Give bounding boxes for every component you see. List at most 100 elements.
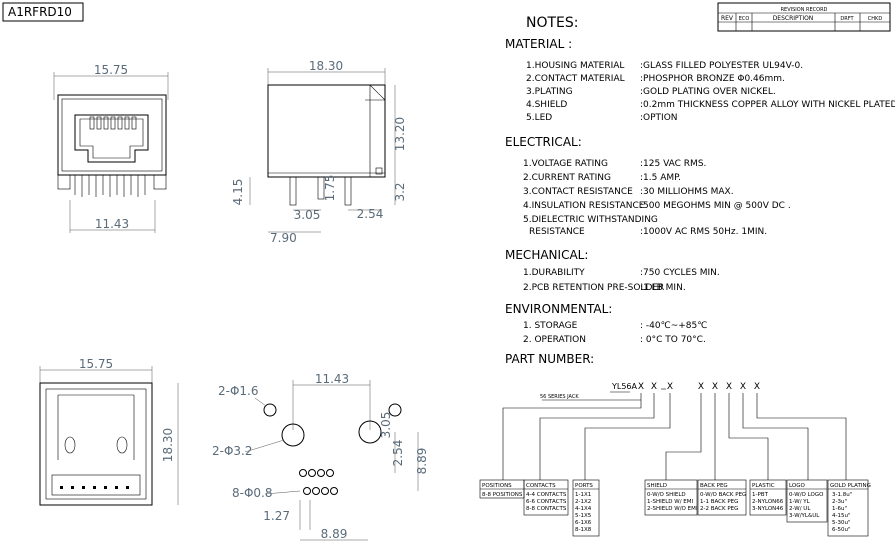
part-code-char: X [698,382,704,392]
part-number-heading: PART NUMBER: [505,352,594,366]
note-value: :750 CYCLES MIN. [640,268,720,278]
option-item: 1-1X1 [575,492,591,498]
side-b-dim: 2.54 [357,207,384,221]
option-item: 8-8 CONTACTS [526,506,567,512]
side-mid-dim: 1.75 [323,175,337,202]
option-title: CONTACTS [526,483,556,489]
revision-title: REVISION RECORD [781,7,828,13]
fp-pitch-dim: 1.27 [263,509,290,523]
part-code-char: X [667,382,673,392]
option-item: 4-4 CONTACTS [526,492,567,498]
option-item: 0-W/O SHIELD [647,492,686,498]
title-block [2,2,84,22]
option-box-shield: SHIELD 0-W/O SHIELD 1-SHIELD W/ EMI 2-SH… [644,479,698,516]
option-item: 1-W/ YL [789,499,811,505]
note-value: :1000V AC RMS 50Hz. 1MIN. [640,227,767,237]
environmental-heading: ENVIRONMENTAL: [505,302,612,316]
electrical-heading: ELECTRICAL: [505,135,582,149]
note-label: 2. OPERATION [523,335,586,345]
option-item: 0-W/O LOGO [789,492,824,498]
note-label: 2.CONTACT MATERIAL [526,74,625,84]
option-box-positions: POSITIONS 8-8 POSITIONS [479,479,525,499]
chkd-header: CHKD [868,16,883,22]
fp-height-dim: 8.89 [415,448,429,475]
note-label: 4.SHIELD [526,100,567,110]
option-item: 2-2 BACK PEG [700,506,738,512]
note-value: : -40℃~+85℃ [640,321,707,331]
option-item: 6-1X6 [575,520,592,526]
note-label: 3.PLATING [526,87,573,97]
option-item: 5-1X5 [575,513,592,519]
part-code-char: X [638,382,644,392]
option-title: PLASTIC [752,483,775,489]
option-title: SHIELD [647,483,667,489]
note-label: 5.DIELECTRIC WITHSTANDING [523,215,658,225]
front-inner-dim: 11.43 [95,217,129,231]
note-value: :1.5 AMP. [640,173,681,183]
pcb-footprint: 11.43 2-Φ1.6 2-Φ3.2 8-Φ0.8 1.27 8.89 2.5… [212,372,429,541]
option-title: POSITIONS [482,483,512,489]
option-item: 2-NYLON66 [752,499,784,505]
note-value: :0.2mm THICKNESS COPPER ALLOY WITH NICKE… [640,100,895,110]
rev-header: REV [721,15,734,22]
note-value: : 0°C TO 70°C. [640,335,706,345]
note-label: 1. STORAGE [523,321,578,331]
option-title: LOGO [789,483,805,489]
note-label: 1.DURABILITY [523,268,585,278]
option-item: 1-1 BACK PEG [700,499,738,505]
fp-width-dim: 11.43 [315,372,349,386]
note-value: :GLASS FILLED POLYESTER UL94V-0. [640,61,803,71]
eco-header: ECO [739,16,750,22]
option-title: PORTS [575,483,593,489]
revision-table: REVISION RECORD REV ECO DESCRIPTION DRFT… [717,2,891,32]
option-box-back-peg: BACK PEG 0-W/O BACK PEG 1-1 BACK PEG 2-2… [697,479,746,516]
side-length-dim: 18.30 [309,59,343,73]
series-label: 56 SERIES JACK [540,394,579,400]
mechanical-heading: MECHANICAL: [505,248,588,262]
note-value: :OPTION [640,113,678,123]
description-header: DESCRIPTION [773,15,814,22]
option-item: 3-1.8u" [832,492,852,498]
note-value: :125 VAC RMS. [640,159,706,169]
notes-block: NOTES: MATERIAL : 1.HOUSING MATERIAL :GL… [505,15,895,366]
option-title: BACK PEG [700,483,728,489]
option-box-gold-plating: GOLD PLATING 3-1.8u" 2-3u" 1-6u" 4-15u" … [827,479,871,537]
option-item: 2-3u" [832,499,847,505]
option-item: 4-15u" [832,513,851,519]
option-item: 1-SHIELD W/ EMI [647,499,694,505]
side-total-dim: 7.90 [270,231,297,245]
note-label: 1.HOUSING MATERIAL [526,61,624,71]
option-box-logo: LOGO 0-W/O LOGO 1-W/ YL 2-W/ UL 3-W/YL&U… [786,479,828,523]
option-title: GOLD PLATING [830,483,871,489]
part-code-prefix: YL56A [611,382,638,391]
option-item: 8-8 POSITIONS [482,492,523,498]
part-code-char: X [726,382,732,392]
option-item: 2-1X2 [575,499,591,505]
front-view: 15.75 11.43 [53,63,169,233]
fp-row-dim: 2.54 [391,440,405,467]
front-width-dim: 15.75 [94,63,128,77]
bottom-depth-dim: 18.30 [161,428,175,462]
option-item: 3-NYLON46 [752,506,784,512]
side-left-dim: 4.15 [231,179,245,206]
option-item: 5-30u" [832,520,851,526]
note-value: :500 MEGOHMS MIN @ 500V DC . [640,201,791,211]
option-item: 8-1X8 [575,527,592,533]
part-number-tree: YL56A X X X X X X X X 56 SERIES JACK POS… [479,382,871,537]
note-value: :PHOSPHOR BRONZE Φ0.46mm. [640,74,785,84]
note-label: 1.VOLTAGE RATING [523,159,608,169]
bottom-width-dim: 15.75 [79,357,113,371]
notes-heading: NOTES: [526,15,579,31]
part-code-char: X [740,382,746,392]
note-label: 2.PCB RETENTION PRE-SOLDER [523,283,664,293]
note-label: 5.LED [526,113,552,123]
note-value: :1 LB MIN. [640,283,686,293]
fp-span-dim: 8.89 [321,527,348,541]
note-label: 3.CONTACT RESISTANCE [523,187,633,197]
note-value: :GOLD PLATING OVER NICKEL. [640,87,776,97]
option-box-plastic: PLASTIC 1-PBT 2-NYLON66 3-NYLON46 [749,479,787,516]
drawing-code: A1RFRD10 [8,5,72,19]
note-label: RESISTANCE [529,227,585,237]
fp-peg-large-label: 2-Φ3.2 [212,444,253,458]
